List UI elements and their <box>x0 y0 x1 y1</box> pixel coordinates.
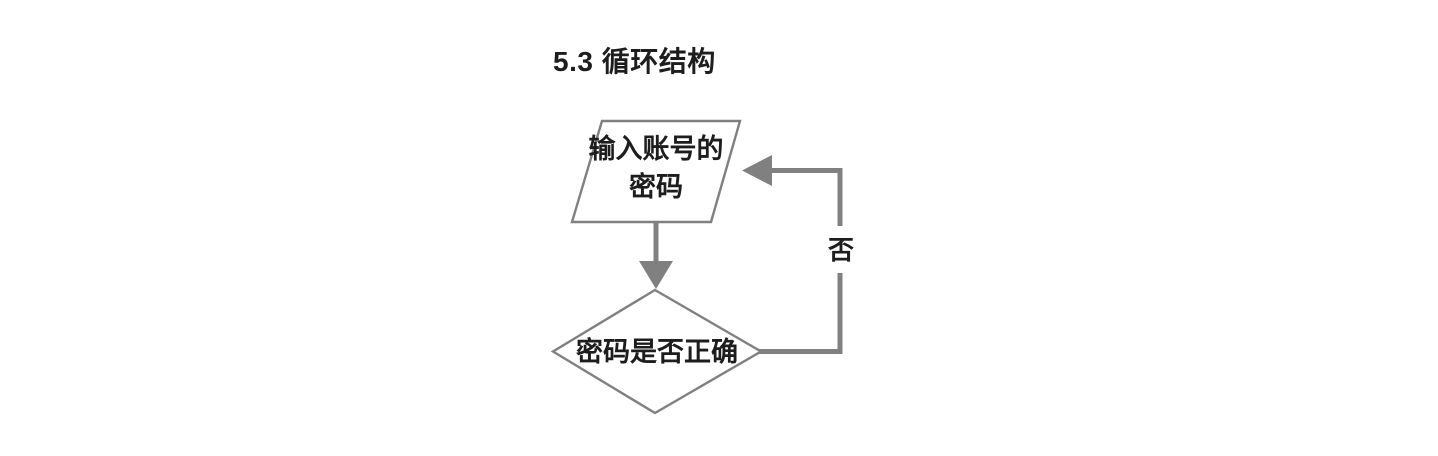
loop-edge-label: 否 <box>827 235 854 265</box>
decision-node-label: 密码是否正确 <box>576 337 738 367</box>
down-arrowhead <box>639 261 673 289</box>
section-title: 5.3 循环结构 <box>553 46 716 77</box>
parallelogram-shape <box>570 119 742 224</box>
input-node-label-line1: 输入账号的 <box>588 134 724 164</box>
loop-line-lower <box>759 273 843 354</box>
loop-arrowhead <box>742 155 772 186</box>
diamond-shape <box>550 288 764 415</box>
input-node-label-line2: 密码 <box>629 172 683 202</box>
loop-line-upper <box>766 168 843 226</box>
input-node-label: 输入账号的 密码 <box>556 130 756 206</box>
